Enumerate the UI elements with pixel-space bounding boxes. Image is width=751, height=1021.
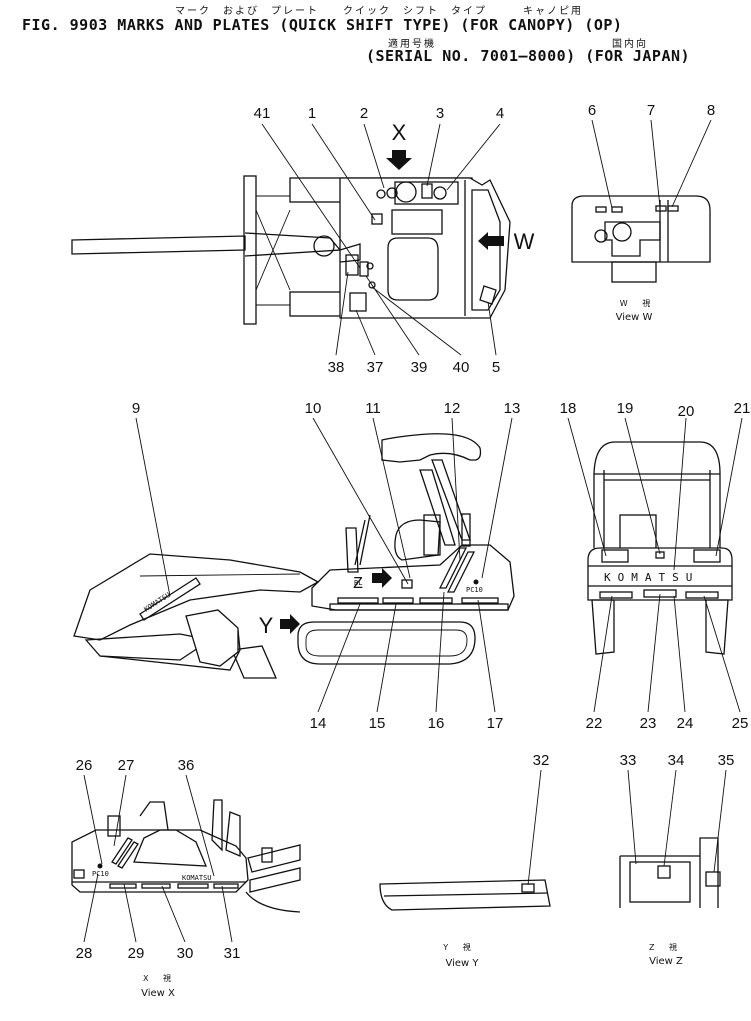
arrow-w-label: W (514, 229, 535, 254)
side-view: KOMATSU BL PC10 Z Y (73, 433, 515, 679)
view-z-caption: View Z (649, 956, 683, 967)
view-y (379, 879, 551, 911)
callout-34: 34 (668, 752, 685, 769)
callout-24: 24 (677, 715, 694, 732)
arrow-z-label: Z (353, 575, 363, 592)
callout-3: 3 (436, 105, 444, 122)
callout-25: 25 (732, 715, 749, 732)
callout-35: 35 (718, 752, 735, 769)
callout-2: 2 (360, 105, 368, 122)
view-w (571, 195, 711, 283)
arrow-y-label: Y (259, 613, 274, 638)
callout-38: 38 (328, 359, 345, 376)
view-z-japanese: Z 視 (649, 943, 683, 952)
serial-japanese: 適用号機 (388, 39, 436, 50)
view-x-model-plate: PC10 (92, 870, 109, 878)
view-w-japanese: W 視 (620, 299, 656, 308)
callout-7: 7 (647, 102, 655, 119)
callout-36: 36 (178, 757, 195, 774)
arm-komatsu-plate: KOMATSU (143, 591, 172, 614)
callout-31: 31 (224, 945, 241, 962)
callout-8: 8 (707, 102, 715, 119)
side-bl-plate: BL (354, 579, 362, 587)
callout-40: 40 (453, 359, 470, 376)
callout-4: 4 (496, 105, 504, 122)
callout-15: 15 (369, 715, 386, 732)
callout-37: 37 (367, 359, 384, 376)
top-view-leaders (261, 123, 501, 356)
view-w-leaders (591, 119, 712, 209)
callout-20: 20 (678, 403, 695, 420)
serial-range: (SERIAL NO. 7001–8000) (FOR JAPAN) (366, 47, 691, 65)
title-japanese: マーク および プレート クイック シフト タイプ キャノピ用 (175, 6, 583, 17)
view-x-komatsu-plate: KOMATSU (182, 874, 212, 882)
callout-19: 19 (617, 400, 634, 417)
view-w-caption: View W (616, 312, 653, 323)
callout-6: 6 (588, 102, 596, 119)
callout-13: 13 (504, 400, 521, 417)
callout-16: 16 (428, 715, 445, 732)
callout-10: 10 (305, 400, 322, 417)
callout-22: 22 (586, 715, 603, 732)
arrow-x-label: X (392, 120, 407, 145)
callout-23: 23 (640, 715, 657, 732)
callout-32: 32 (533, 752, 550, 769)
callout-1: 1 (308, 105, 316, 122)
side-view-leaders (135, 417, 513, 713)
view-x-leaders (83, 774, 233, 943)
callout-11: 11 (365, 400, 381, 417)
callout-29: 29 (128, 945, 145, 962)
view-x-caption: View X (141, 988, 175, 999)
callout-33: 33 (620, 752, 637, 769)
callout-26: 26 (76, 757, 93, 774)
callout-14: 14 (310, 715, 327, 732)
top-plan-view: X W (71, 120, 535, 325)
callout-30: 30 (177, 945, 194, 962)
callout-18: 18 (560, 400, 577, 417)
view-z-leaders (627, 769, 727, 873)
callout-9: 9 (132, 400, 140, 417)
callout-5: 5 (492, 359, 500, 376)
view-y-japanese: Y 視 (442, 943, 476, 952)
callout-27: 27 (118, 757, 135, 774)
view-y-caption: View Y (445, 958, 479, 969)
callout-28: 28 (76, 945, 93, 962)
figure-title: FIG. 9903 MARKS AND PLATES (QUICK SHIFT … (22, 16, 623, 34)
callout-21: 21 (734, 400, 751, 417)
rear-komatsu-plate: KOMATSU (604, 571, 699, 584)
callout-41: 41 (254, 105, 271, 122)
side-model-plate: PC10 (466, 586, 483, 594)
destination-japanese: 国内向 (612, 39, 648, 50)
callout-17: 17 (487, 715, 504, 732)
rear-view-leaders (567, 417, 743, 713)
view-x: PC10 KOMATSU (71, 799, 301, 913)
callout-12: 12 (444, 400, 461, 417)
callout-39: 39 (411, 359, 428, 376)
rear-view: KOMATSU (587, 441, 733, 655)
view-z (619, 837, 721, 908)
view-x-japanese: X 視 (143, 974, 177, 983)
